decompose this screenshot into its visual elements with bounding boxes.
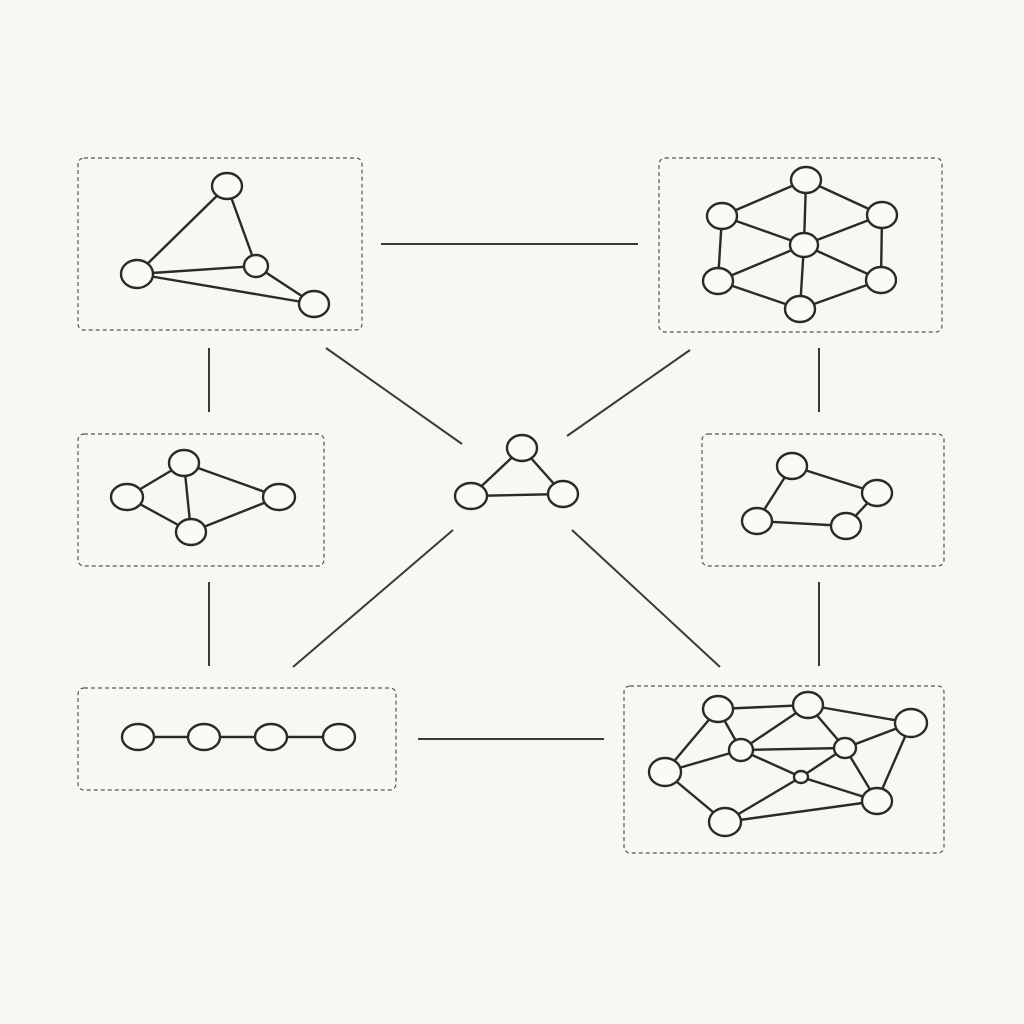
graph-node	[860, 786, 894, 816]
graph-node	[701, 266, 735, 296]
graph-node	[297, 289, 331, 319]
graph-node	[546, 479, 580, 509]
graph-node	[829, 511, 863, 541]
graph-node	[775, 451, 809, 481]
graph-node	[253, 722, 289, 752]
graph-node	[242, 253, 270, 279]
graph-edge	[136, 272, 315, 306]
graph-node	[261, 482, 297, 512]
graph-node	[119, 258, 155, 290]
graph-node	[647, 756, 683, 788]
graph-node	[727, 737, 755, 763]
graph-node	[783, 294, 817, 324]
graph-node	[788, 231, 820, 259]
graph-node	[832, 736, 858, 760]
graph-node	[791, 690, 825, 720]
graph-node	[174, 517, 208, 547]
graph-node	[705, 201, 739, 231]
graph-node	[707, 806, 743, 838]
panel-bottom-left	[77, 687, 397, 791]
panel-bottom-right	[623, 685, 945, 854]
graph-node	[321, 722, 357, 752]
graph-edge	[724, 799, 878, 824]
graph-node	[210, 171, 244, 201]
graph-node	[860, 478, 894, 508]
connector-line	[325, 347, 463, 445]
panel-middle-left	[77, 433, 325, 567]
connector-line	[566, 349, 691, 437]
graph-node	[865, 200, 899, 230]
graph-node	[120, 722, 156, 752]
graph-edge	[136, 264, 257, 276]
connector-line	[571, 529, 721, 668]
graph-node	[505, 433, 539, 463]
graph-node	[789, 165, 823, 195]
graph-node	[701, 694, 735, 724]
graph-node	[792, 769, 810, 785]
graph-edge	[740, 746, 846, 752]
graph-edge	[136, 185, 228, 275]
graph-node	[864, 265, 898, 295]
graph-edge	[807, 703, 912, 725]
graph-node	[453, 481, 489, 511]
graph-node	[186, 722, 222, 752]
connector-line	[292, 529, 454, 668]
panel-top-right	[658, 157, 943, 333]
graph-node	[109, 482, 145, 512]
graph-node	[167, 448, 201, 478]
panel-top-left	[77, 157, 363, 331]
graph-node	[740, 506, 774, 536]
panel-middle-right	[701, 433, 945, 567]
graph-node	[893, 707, 929, 739]
